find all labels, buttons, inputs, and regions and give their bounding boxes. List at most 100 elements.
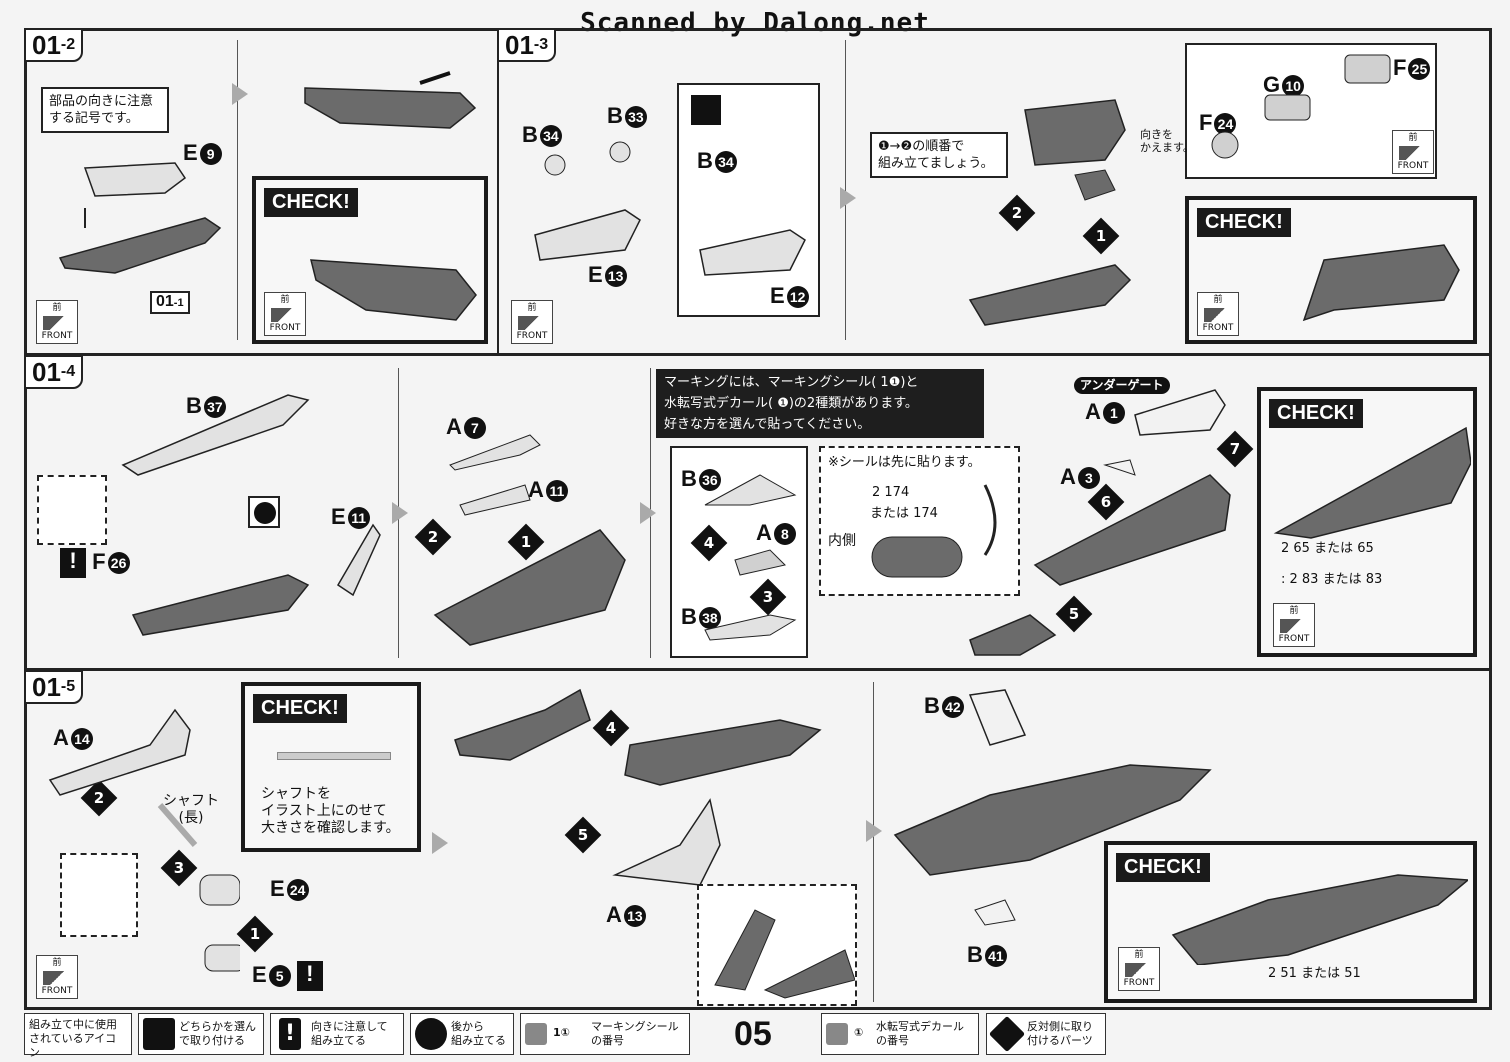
part-illustration-e13-assembly [534, 141, 641, 261]
assembly-order-note: ❶→❷の順番で 組み立てましょう。 [870, 132, 1008, 178]
legend-text: 向きに注意して 組み立てる [311, 1020, 388, 1047]
turn-around-note: 向きを かえます。 [1140, 128, 1194, 154]
legend-text: マーキングシール の番号 [591, 1020, 679, 1047]
exclamation-icon: ! [296, 961, 323, 991]
seal-number-1: 2 174 [872, 485, 910, 500]
legend-title: 組み立て中に使用 されているアイコン [24, 1013, 132, 1059]
step-marker-1: 1 [236, 915, 274, 953]
part-illustration-nose-assembly [969, 389, 1231, 656]
check-label: CHECK! [264, 188, 358, 217]
part-illustration-b36-a8-b38 [704, 474, 797, 641]
check-illustration-nose [1273, 426, 1471, 539]
seal-number-alt: または 174 [870, 506, 938, 521]
instruction-frame [24, 28, 1492, 1010]
step-arrow [232, 83, 248, 105]
check-illustration-final [1171, 874, 1468, 965]
part-illustration-hull-assembly [968, 99, 1132, 326]
part-illustration-f24-g10-f25 [1211, 54, 1391, 159]
mirror-part-icon [988, 1015, 1026, 1053]
shaft-long-label: シャフト (長) [163, 793, 219, 826]
orientation-note: 部品の向きに注意 する記号です。 [41, 87, 169, 133]
part-illustration-engine-body [454, 688, 822, 886]
step-arrow [432, 832, 448, 854]
detail-box [60, 853, 138, 937]
check-label: CHECK! [1116, 853, 1210, 882]
legend-mirror-part: 反対側に取り 付けるパーツ [986, 1013, 1106, 1055]
row-divider-1 [24, 353, 1492, 356]
legend-text: 反対側に取り 付けるパーツ [1027, 1020, 1093, 1047]
legend-text: どちらかを選ん で取り付ける [179, 1020, 256, 1047]
seal-first-note: ※シールは先に貼ります。 [828, 455, 981, 470]
legend-number: ① [854, 1026, 864, 1039]
check-label: CHECK! [1269, 399, 1363, 428]
step-number-01-4: 01-4 [24, 355, 84, 389]
check-marking-numbers-mirror: : 2 83 または 83 [1281, 572, 1383, 587]
inner-detail-box [697, 884, 857, 1006]
decal-icon [826, 1023, 848, 1045]
marking-seal-icon [525, 1023, 547, 1045]
either-side-icon [143, 1018, 175, 1050]
section-divider-1 [497, 28, 499, 355]
step-divider [873, 682, 874, 1002]
legend-either-side: どちらかを選ん で取り付ける [138, 1013, 264, 1055]
legend-number: 1① [553, 1026, 570, 1039]
page-number: 05 [734, 1015, 772, 1053]
step-arrow [840, 187, 856, 209]
either-side-icon [691, 95, 721, 125]
check-marking-numbers: 2 51 または 51 [1268, 966, 1361, 981]
scan-watermark: Scanned by Dalong.net [580, 8, 930, 38]
exclamation-icon: ! [60, 548, 86, 578]
part-illustration-hull-top [304, 71, 477, 129]
part-illustration-a7-a11-assembly [433, 434, 626, 646]
legend-text: 後から 組み立てる [451, 1020, 506, 1047]
part-illustration-e12 [699, 229, 806, 276]
exclamation-icon: ! [279, 1018, 301, 1050]
row-divider-2 [24, 668, 1492, 671]
part-illustration-e9-assembly [58, 162, 222, 274]
step-number-01-2: 01-2 [24, 28, 84, 62]
step-number-01-3: 01-3 [497, 28, 557, 62]
shaft-check-text: シャフトを イラスト上にのせて 大きさを確認します。 [261, 786, 400, 836]
step-divider [237, 40, 238, 340]
legend-decal: ① 水転写式デカール の番号 [821, 1013, 979, 1055]
legend-later-assemble: 後から 組み立てる [410, 1013, 514, 1055]
part-illustration-a14-e24-e5 [48, 708, 240, 972]
check-label: CHECK! [1197, 208, 1291, 237]
inner-detail-illustration [714, 909, 856, 999]
alternate-box [677, 83, 820, 317]
step-arrow [392, 502, 408, 524]
seal-illustration [871, 484, 997, 578]
check-label: CHECK! [253, 694, 347, 723]
